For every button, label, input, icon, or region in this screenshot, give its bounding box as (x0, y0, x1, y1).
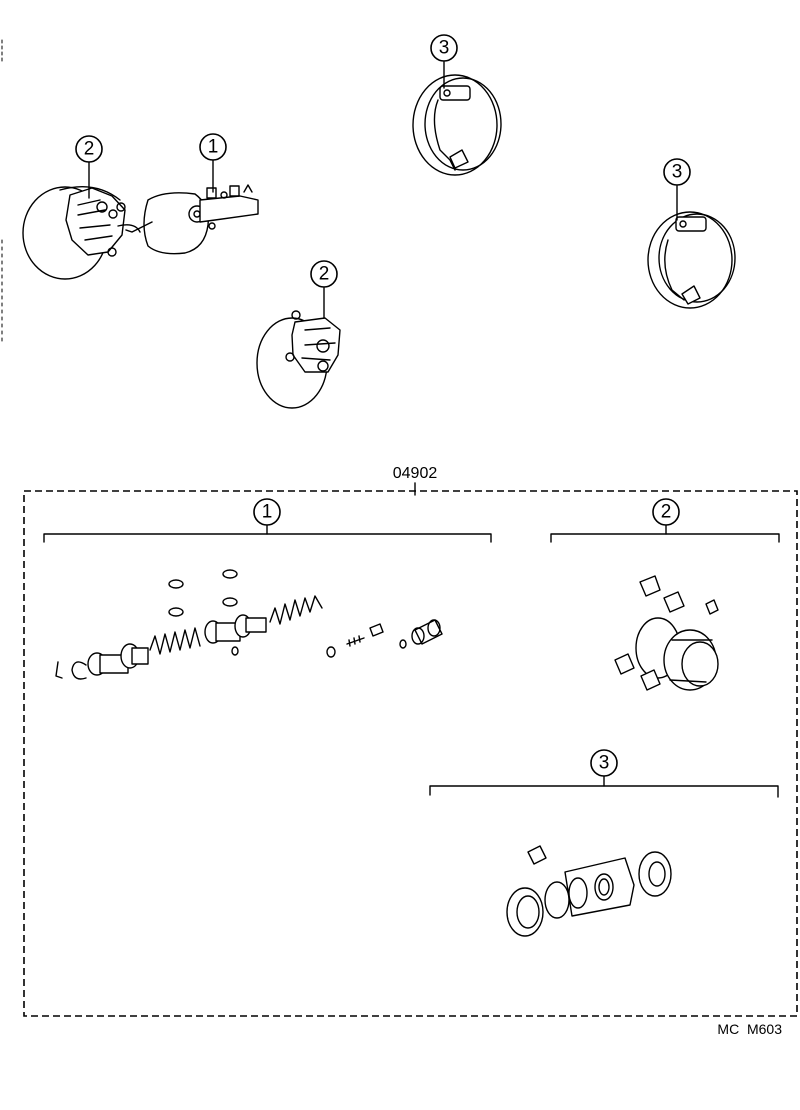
kit-part-number: 04902 (393, 465, 438, 482)
callout-top-2-center: 2 (310, 260, 338, 288)
front-right-disc-brake-assembly (256, 310, 341, 409)
diagram-reference-code: MC M603 (717, 1021, 782, 1037)
bracket-group-3: 3 (429, 749, 779, 798)
master-cylinder-assembly (125, 184, 259, 255)
bracket-group-2: 2 (550, 498, 780, 543)
caliper-kit-parts (614, 575, 719, 691)
svg-text:1: 1 (262, 502, 273, 523)
callout-top-3-right: 3 (663, 158, 691, 186)
svg-text:2: 2 (84, 139, 95, 160)
svg-text:3: 3 (599, 753, 610, 774)
svg-text:3: 3 (672, 162, 683, 183)
wheel-cylinder-kit-parts (506, 845, 672, 937)
kit-frame (23, 490, 798, 1017)
front-left-disc-brake-assembly (22, 185, 141, 280)
rear-drum-brake-upper (412, 74, 502, 176)
callout-top-1: 1 (199, 133, 227, 161)
rear-drum-brake-right (647, 211, 736, 309)
svg-text:1: 1 (208, 137, 219, 158)
svg-text:2: 2 (661, 502, 672, 523)
callout-top-3-upper: 3 (430, 34, 458, 62)
bracket-group-1: 1 (43, 498, 492, 543)
svg-text:3: 3 (439, 38, 450, 59)
callout-top-2-left: 2 (75, 135, 103, 163)
master-cylinder-kit-parts (55, 569, 443, 680)
top-leader-lines (88, 61, 678, 319)
svg-text:2: 2 (319, 264, 330, 285)
